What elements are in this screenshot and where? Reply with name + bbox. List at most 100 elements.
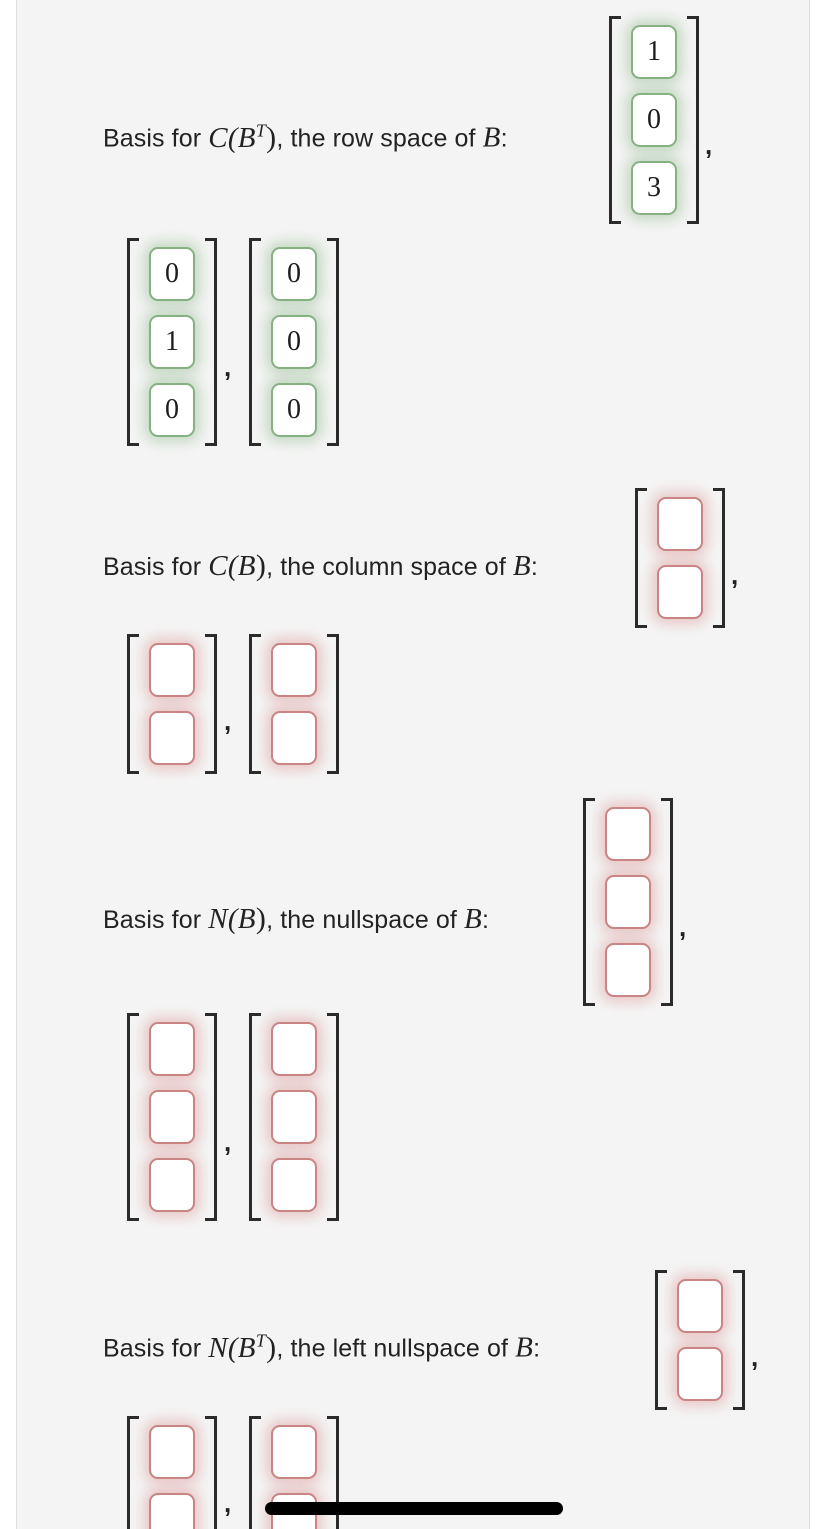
matrix-input-cell[interactable] [271, 1425, 317, 1479]
matrix-input-cell[interactable] [605, 943, 651, 997]
bracket-left-icon [127, 634, 143, 774]
bracket-right-icon [323, 238, 339, 446]
vector-separator: , [705, 130, 713, 160]
bracket-left-icon [249, 238, 265, 446]
vector-separator: , [224, 706, 232, 736]
math-left-nullspace-tail: B [515, 1331, 534, 1364]
matrix-input-cell[interactable] [657, 497, 703, 551]
vector-nullspace-1[interactable] [583, 798, 673, 1006]
home-indicator [265, 1502, 563, 1515]
bracket-left-icon [249, 634, 265, 774]
vector-cells [265, 1013, 323, 1221]
label-left-nullspace: Basis for N(BT), the left nullspace of B… [103, 1330, 540, 1365]
bracket-left-icon [635, 488, 651, 628]
label-nullspace-suffix: , the nullspace of [266, 906, 464, 934]
vector-separator: , [751, 1342, 759, 1372]
matrix-input-cell[interactable]: 0 [271, 383, 317, 437]
label-row-space-suffix: , the row space of [276, 124, 483, 153]
matrix-input-cell[interactable] [149, 711, 195, 765]
math-nullspace: N(B) [208, 902, 267, 935]
label-left-nullspace-prefix: Basis for [103, 1334, 209, 1363]
vector-cells [599, 798, 657, 1006]
matrix-input-cell[interactable] [657, 565, 703, 619]
bracket-right-icon [709, 488, 725, 628]
vector-cells [143, 1013, 201, 1221]
label-column-space: Basis for C(B), the column space of B: [103, 549, 538, 583]
math-nullspace-tail: B [463, 903, 482, 935]
label-left-nullspace-suffix: , the left nullspace of [276, 1334, 516, 1363]
label-row-space-prefix: Basis for [103, 124, 209, 153]
vector-column-space-3[interactable] [249, 634, 339, 774]
vector-cells: 0 0 0 [265, 238, 323, 446]
bracket-right-icon [201, 1013, 217, 1221]
vector-separator: , [224, 1127, 232, 1157]
matrix-input-cell[interactable]: 3 [631, 161, 677, 215]
matrix-input-cell[interactable] [149, 1493, 195, 1529]
matrix-input-cell[interactable] [149, 1022, 195, 1076]
vector-row-space-3[interactable]: 0 0 0 [249, 238, 339, 446]
label-nullspace-colon: : [482, 906, 490, 934]
bracket-left-icon [249, 1013, 265, 1221]
bracket-right-icon [683, 16, 699, 224]
vector-row-space-2[interactable]: 0 1 0 [127, 238, 217, 446]
matrix-input-cell[interactable] [605, 875, 651, 929]
matrix-input-cell[interactable] [271, 643, 317, 697]
bracket-right-icon [201, 1416, 217, 1529]
matrix-input-cell[interactable]: 0 [149, 383, 195, 437]
matrix-input-cell[interactable] [149, 1425, 195, 1479]
label-column-space-prefix: Basis for [103, 553, 209, 581]
bracket-right-icon [323, 1416, 339, 1529]
matrix-input-cell[interactable] [271, 711, 317, 765]
matrix-input-cell[interactable]: 0 [149, 247, 195, 301]
vector-column-space-1[interactable] [635, 488, 725, 628]
label-row-space-colon: : [500, 124, 508, 153]
vector-cells [265, 634, 323, 774]
math-column-space-tail: B [512, 550, 531, 582]
math-left-nullspace: N(BT) [208, 1330, 277, 1364]
label-row-space: Basis for C(BT), the row space of B: [103, 120, 508, 155]
bracket-right-icon [657, 798, 673, 1006]
vector-column-space-2[interactable] [127, 634, 217, 774]
math-column-space: C(B) [208, 549, 267, 582]
vector-cells [143, 1416, 201, 1529]
label-nullspace-prefix: Basis for [103, 906, 209, 934]
label-column-space-suffix: , the column space of [266, 553, 513, 581]
matrix-input-cell[interactable]: 1 [149, 315, 195, 369]
vector-separator: , [731, 560, 739, 590]
bracket-right-icon [323, 1013, 339, 1221]
vector-cells: 1 0 3 [625, 16, 683, 224]
vector-nullspace-3[interactable] [249, 1013, 339, 1221]
bracket-left-icon [127, 238, 143, 446]
vector-cells: 0 1 0 [143, 238, 201, 446]
vector-separator: , [224, 352, 232, 382]
vector-separator: , [679, 912, 687, 942]
bracket-left-icon [609, 16, 625, 224]
matrix-input-cell[interactable] [677, 1279, 723, 1333]
matrix-input-cell[interactable] [149, 1090, 195, 1144]
vector-left-nullspace-1[interactable] [655, 1270, 745, 1410]
bracket-left-icon [127, 1416, 143, 1529]
label-column-space-colon: : [530, 553, 538, 581]
matrix-input-cell[interactable]: 0 [271, 315, 317, 369]
matrix-input-cell[interactable] [271, 1090, 317, 1144]
matrix-input-cell[interactable] [149, 643, 195, 697]
matrix-input-cell[interactable] [271, 1158, 317, 1212]
vector-cells [671, 1270, 729, 1410]
bracket-left-icon [655, 1270, 671, 1410]
vector-cells [143, 634, 201, 774]
math-row-space-tail: B [482, 121, 501, 154]
vector-row-space-1[interactable]: 1 0 3 [609, 16, 699, 224]
bracket-right-icon [729, 1270, 745, 1410]
matrix-input-cell[interactable]: 0 [271, 247, 317, 301]
vector-left-nullspace-2[interactable] [127, 1416, 217, 1529]
matrix-input-cell[interactable] [677, 1347, 723, 1401]
matrix-input-cell[interactable]: 0 [631, 93, 677, 147]
math-row-space: C(BT) [208, 120, 277, 154]
matrix-input-cell[interactable] [149, 1158, 195, 1212]
vector-cells [651, 488, 709, 628]
matrix-input-cell[interactable] [605, 807, 651, 861]
matrix-input-cell[interactable] [271, 1022, 317, 1076]
bracket-left-icon [249, 1416, 265, 1529]
matrix-input-cell[interactable]: 1 [631, 25, 677, 79]
vector-nullspace-2[interactable] [127, 1013, 217, 1221]
